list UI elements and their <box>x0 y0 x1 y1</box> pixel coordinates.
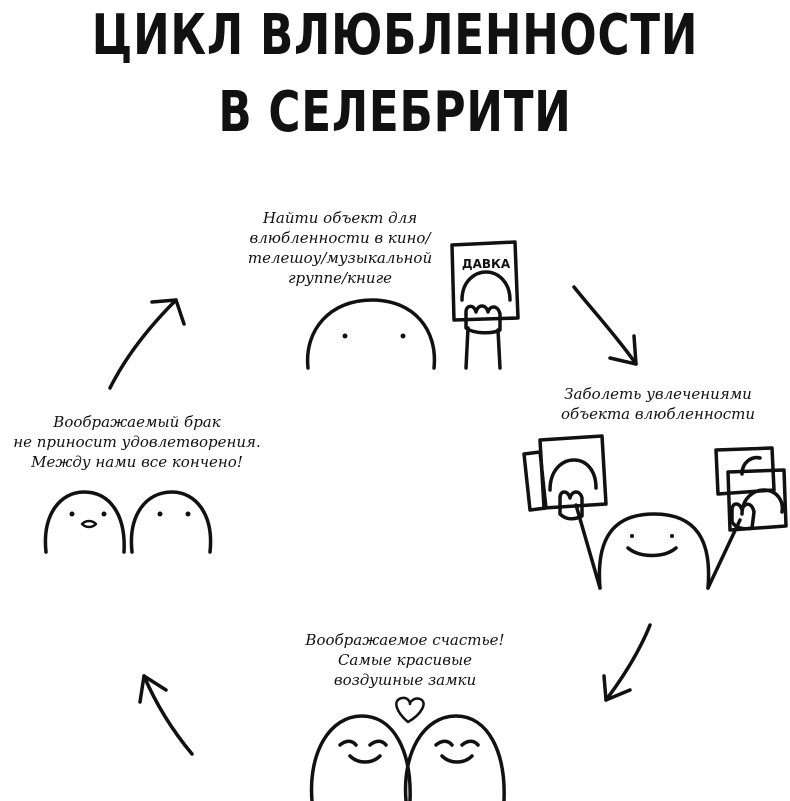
step-1-caption: Найти объект для влюбленности в кино/ те… <box>240 208 440 288</box>
step-3-line-3: воздушные замки <box>333 671 477 689</box>
poster-icon <box>522 434 608 521</box>
arrow-icon <box>108 298 186 390</box>
arrow-icon <box>572 285 638 366</box>
step-4-line-3: Между нами все кончено! <box>31 453 243 471</box>
step-3-line-1: Воображаемое счастье! <box>305 631 505 649</box>
step-4-line-1: Воображаемый брак <box>53 413 221 431</box>
step-2-character <box>574 503 742 590</box>
step-4-line-2: не приносит удовлетворения. <box>13 433 261 451</box>
step-1-line-1: Найти объект для <box>262 209 418 227</box>
step-2-line-1: Заболеть увлечениями <box>564 385 752 403</box>
poster-label: ДАВКА <box>462 257 511 271</box>
step-1-character <box>305 298 437 370</box>
step-4-characters <box>43 490 213 554</box>
arrow-icon <box>138 674 194 756</box>
poster-icon: ДАВКА <box>450 240 520 370</box>
step-4-caption: Воображаемый брак не приносит удовлетвор… <box>12 412 262 472</box>
step-3-caption: Воображаемое счастье! Самые красивые воз… <box>300 630 510 690</box>
title-line-1: ЦИКЛ ВЛЮБЛЕННОСТИ <box>91 3 699 68</box>
step-1-line-2: влюбленности в кино/ <box>249 229 431 247</box>
step-1-line-4: группе/книге <box>287 269 393 287</box>
step-3-line-2: Самые красивые <box>337 651 473 669</box>
arrow-icon <box>602 623 652 702</box>
step-1-line-3: телешоу/музыкальной <box>247 249 433 267</box>
poster-icon <box>714 446 788 532</box>
heart-icon <box>395 696 425 724</box>
step-3-characters <box>309 714 506 801</box>
step-2-line-2: объекта влюбленности <box>560 405 756 423</box>
step-2-caption: Заболеть увлечениями объекта влюбленност… <box>548 384 768 424</box>
title-line-2: В СЕЛЕБРИТИ <box>218 80 572 145</box>
